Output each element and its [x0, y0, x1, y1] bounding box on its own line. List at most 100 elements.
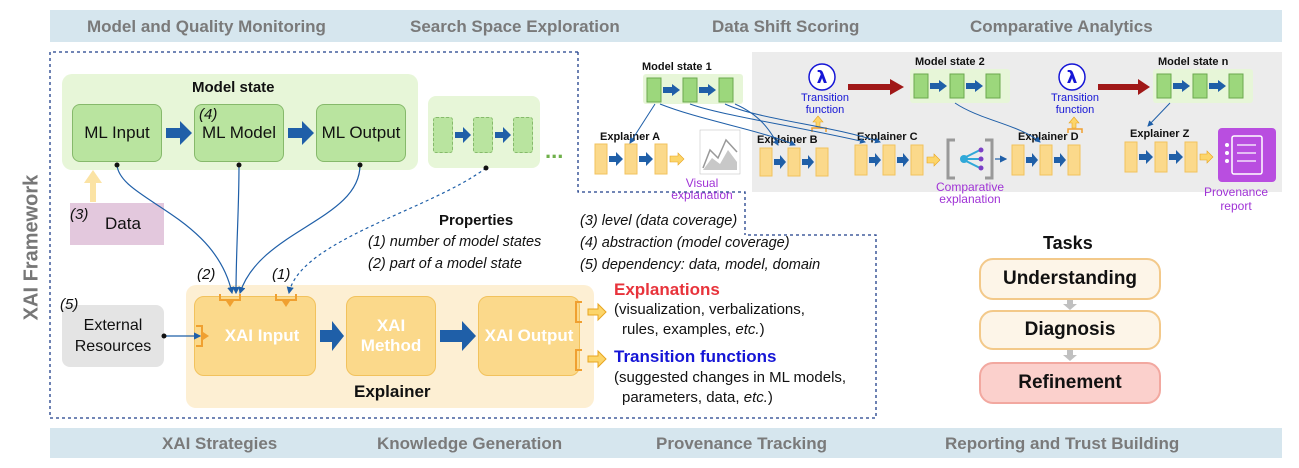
property-item: (1) number of model states [368, 234, 542, 250]
transitions-line2: parameters, data, etc.) [622, 389, 773, 406]
inset-model-state-n [1153, 69, 1253, 103]
explainer-num-1: (1) [272, 266, 291, 283]
explanations-line2-pre: rules, examples, [622, 321, 736, 338]
comparative-line: explanation [939, 192, 1001, 206]
next-state-block [433, 117, 453, 153]
arrow-transitions [587, 349, 607, 369]
explainer-z-title: Explainer Z [1130, 128, 1190, 140]
band-label: Model and Quality Monitoring [87, 17, 326, 36]
link-next-xai [286, 167, 487, 295]
inset-explainer-c [854, 144, 941, 176]
data-label: Data [105, 214, 141, 233]
bottom-band: XAI Strategies Knowledge Generation Prov… [50, 428, 1282, 458]
property-item: (3) level (data coverage) [580, 213, 738, 229]
ml-model-label: ML Model [201, 123, 276, 142]
compare-icon [946, 138, 1008, 180]
next-state-block [473, 117, 493, 153]
xai-output-label: XAI Output [484, 326, 574, 345]
band-label: Data Shift Scoring [712, 17, 860, 36]
task-understanding: Understanding [979, 258, 1161, 300]
top-band: Model and Quality Monitoring Search Spac… [50, 10, 1282, 42]
task-label: Refinement [1018, 372, 1122, 393]
property-item: (4) abstraction (model coverage) [580, 235, 790, 251]
chart-icon [699, 129, 741, 175]
band-label: Comparative Analytics [970, 17, 1153, 36]
inset-explainer-a [594, 143, 685, 175]
ml-model-box: ML Model [194, 104, 284, 162]
data-box: Data [70, 203, 164, 245]
tasks-title: Tasks [1043, 233, 1093, 253]
transitions-line1: (suggested changes in ML models, [614, 369, 847, 386]
explanations-line2: rules, examples, etc.) [622, 321, 765, 338]
band-label: Knowledge Generation [377, 434, 563, 453]
transitions-close: ) [767, 389, 773, 406]
property-item: (2) part of a model state [368, 256, 522, 272]
external-line1: External [83, 317, 143, 334]
transition-line: Transition [1051, 92, 1099, 104]
provenance-line: Provenance [1203, 185, 1269, 199]
transition-line: function [1055, 104, 1095, 116]
external-num: (5) [60, 296, 79, 313]
provenance-line: report [1220, 199, 1252, 213]
link-output-xai [238, 164, 361, 295]
arrow-next-2 [495, 127, 511, 143]
xai-method-label: XAI [376, 316, 406, 335]
data-num: (3) [70, 206, 89, 223]
model-state-title: Model state [192, 79, 275, 96]
arrow-next-1 [455, 127, 471, 143]
arrow-explanations [587, 302, 607, 322]
link-input-xai [116, 164, 235, 295]
ml-input-label: ML Input [84, 123, 150, 142]
task-label: Diagnosis [1024, 319, 1116, 340]
ml-output-box: ML Output [316, 104, 406, 162]
svg-text:λ: λ [817, 68, 828, 88]
visual-line: explanation [671, 188, 733, 202]
explanations-close: ) [759, 321, 765, 338]
inset-explainer-z [1124, 141, 1214, 173]
lambda-icon: λ [1058, 63, 1086, 91]
explanations-line1: (visualization, verbalizations, [614, 301, 805, 318]
data-arrow [84, 170, 102, 202]
visual-line: Visual [685, 176, 719, 190]
next-state-block [513, 117, 533, 153]
report-icon [1218, 128, 1276, 182]
inset-model-state-2 [910, 69, 1010, 103]
transition-line: Transition [801, 92, 849, 104]
external-resources-box: External Resources [62, 305, 164, 367]
xai-method-label2: Method [360, 336, 422, 355]
xai-input-label: XAI Input [224, 326, 300, 345]
property-item: (5) dependency: data, model, domain [580, 257, 821, 273]
model-state-n-title: Model state n [1158, 56, 1229, 68]
task-label: Understanding [1002, 268, 1138, 289]
xai-output-box: XAI Output [478, 296, 580, 376]
ml-output-label: ML Output [321, 123, 401, 142]
xai-method-box: XAI Method [346, 296, 436, 376]
band-label: Search Space Exploration [410, 17, 620, 36]
band-label: Reporting and Trust Building [945, 434, 1180, 453]
ml-input-box: ML Input [72, 104, 162, 162]
transitions-line2-pre: parameters, data, [622, 389, 744, 406]
explainer-title: Explainer [354, 382, 431, 401]
ellipsis: ... [545, 138, 564, 163]
inset-explainer-d [1011, 116, 1083, 176]
lambda-icon: λ [808, 63, 836, 91]
explainer-num-2: (2) [197, 266, 216, 283]
svg-text:λ: λ [1067, 68, 1078, 88]
band-label: XAI Strategies [162, 434, 278, 453]
transition-arrow-2 [1098, 79, 1150, 95]
ml-model-num: (4) [199, 106, 218, 123]
inset-explainer-b [759, 115, 829, 177]
explanations-title: Explanations [614, 280, 720, 299]
arrow-model-output [288, 121, 314, 145]
properties-title: Properties [439, 212, 514, 229]
explanations-etc: etc. [735, 321, 760, 338]
task-refinement: Refinement [979, 362, 1161, 404]
arrow-xai-input-method [320, 321, 344, 351]
inset-model-state-1 [643, 74, 743, 104]
